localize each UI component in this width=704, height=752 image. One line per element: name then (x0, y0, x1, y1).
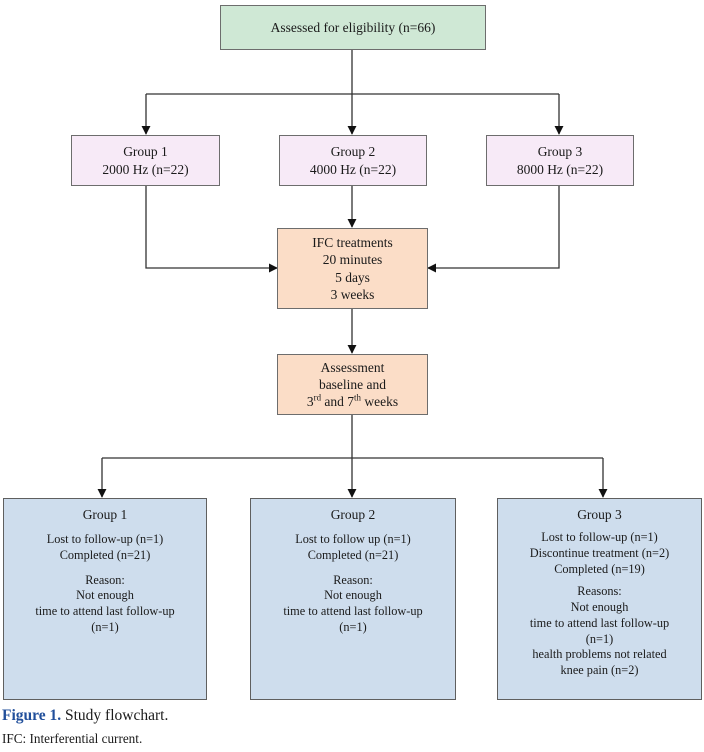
outcome-1-title: Group 1 (82, 507, 128, 522)
ifc-line-4: 3 weeks (330, 286, 375, 302)
figure-title: Study flowchart. (65, 707, 169, 724)
node-assessment: Assessment baseline and 3rd and 7th week… (277, 354, 428, 415)
outcome-1-reason: Reason: (85, 572, 125, 587)
eligibility-text: Assessed for eligibility (n=66) (270, 19, 436, 35)
node-group-2-arm: Group 2 4000 Hz (n=22) (279, 135, 427, 186)
outcome-2-reason: Not enough (324, 588, 382, 603)
ifc-line-2: 20 minutes (322, 252, 383, 268)
outcome-3-reason: (n=1) (585, 631, 614, 646)
outcome-3-reason: time to attend last follow-up (529, 615, 670, 630)
outcome-2-line: Lost to follow up (n=1) (295, 532, 411, 547)
group-2-arm-title: Group 2 (330, 144, 376, 160)
node-group-3-arm: Group 3 8000 Hz (n=22) (486, 135, 634, 186)
figure-caption: Figure 1. Study flowchart. (2, 706, 702, 726)
assessment-line-3: 3rd and 7th weeks (307, 393, 398, 410)
node-outcome-group-3: Group 3 Lost to follow-up (n=1) Disconti… (497, 498, 702, 700)
assessment-weeks-word: weeks (360, 394, 399, 410)
group-1-arm-title: Group 1 (123, 144, 168, 160)
ordinal-suffix-rd: rd (313, 392, 322, 403)
node-outcome-group-2: Group 2 Lost to follow up (n=1) Complete… (250, 498, 456, 700)
figure-footnote: IFC: Interferential current. (2, 731, 143, 746)
outcome-1-reason: Not enough (76, 588, 134, 603)
outcome-2-reason: (n=1) (339, 619, 367, 634)
outcome-1-line: Completed (n=21) (59, 548, 151, 562)
outcome-1-reason: time to attend last follow-up (35, 604, 175, 619)
assessment-line-1: Assessment (320, 359, 385, 375)
outcome-1-reason: (n=1) (91, 619, 119, 634)
outcome-3-reason: knee pain (n=2) (560, 663, 639, 678)
outcome-1-line: Lost to follow-up (n=1) (46, 532, 164, 547)
assessment-line-2: baseline and (318, 376, 387, 392)
node-ifc-treatment: IFC treatments 20 minutes 5 days 3 weeks (277, 228, 428, 309)
figure-label: Figure 1. (2, 707, 62, 724)
group-3-arm-title: Group 3 (537, 144, 583, 160)
outcome-3-line: Completed (n=19) (554, 561, 645, 576)
outcome-3-reason: health problems not related (532, 647, 667, 662)
outcome-3-title: Group 3 (577, 507, 622, 522)
group-1-arm-detail: 2000 Hz (n=22) (102, 161, 189, 177)
assessment-week-3: 3 (306, 394, 314, 410)
outcome-2-reason: time to attend last follow-up (283, 604, 423, 619)
node-group-1-arm: Group 1 2000 Hz (n=22) (71, 135, 220, 186)
ifc-line-3: 5 days (335, 269, 370, 285)
ordinal-suffix-th: th (354, 392, 361, 403)
outcome-3-reason: Not enough (570, 600, 629, 615)
outcome-2-title: Group 2 (330, 507, 376, 522)
outcome-3-reason: Reasons: (577, 584, 622, 599)
assessment-week-conj: and 7 (321, 394, 355, 410)
group-2-arm-detail: 4000 Hz (n=22) (309, 161, 397, 177)
outcome-3-line: Discontinue treatment (n=2) (529, 546, 670, 560)
ifc-line-1: IFC treatments (312, 234, 393, 250)
outcome-2-reason: Reason: (333, 572, 373, 587)
node-assessed-for-eligibility: Assessed for eligibility (n=66) (220, 5, 486, 50)
outcome-2-line: Completed (n=21) (307, 548, 399, 562)
group-3-arm-detail: 8000 Hz (n=22) (516, 161, 604, 177)
node-outcome-group-1: Group 1 Lost to follow-up (n=1) Complete… (3, 498, 207, 700)
outcome-3-line: Lost to follow-up (n=1) (541, 530, 658, 545)
